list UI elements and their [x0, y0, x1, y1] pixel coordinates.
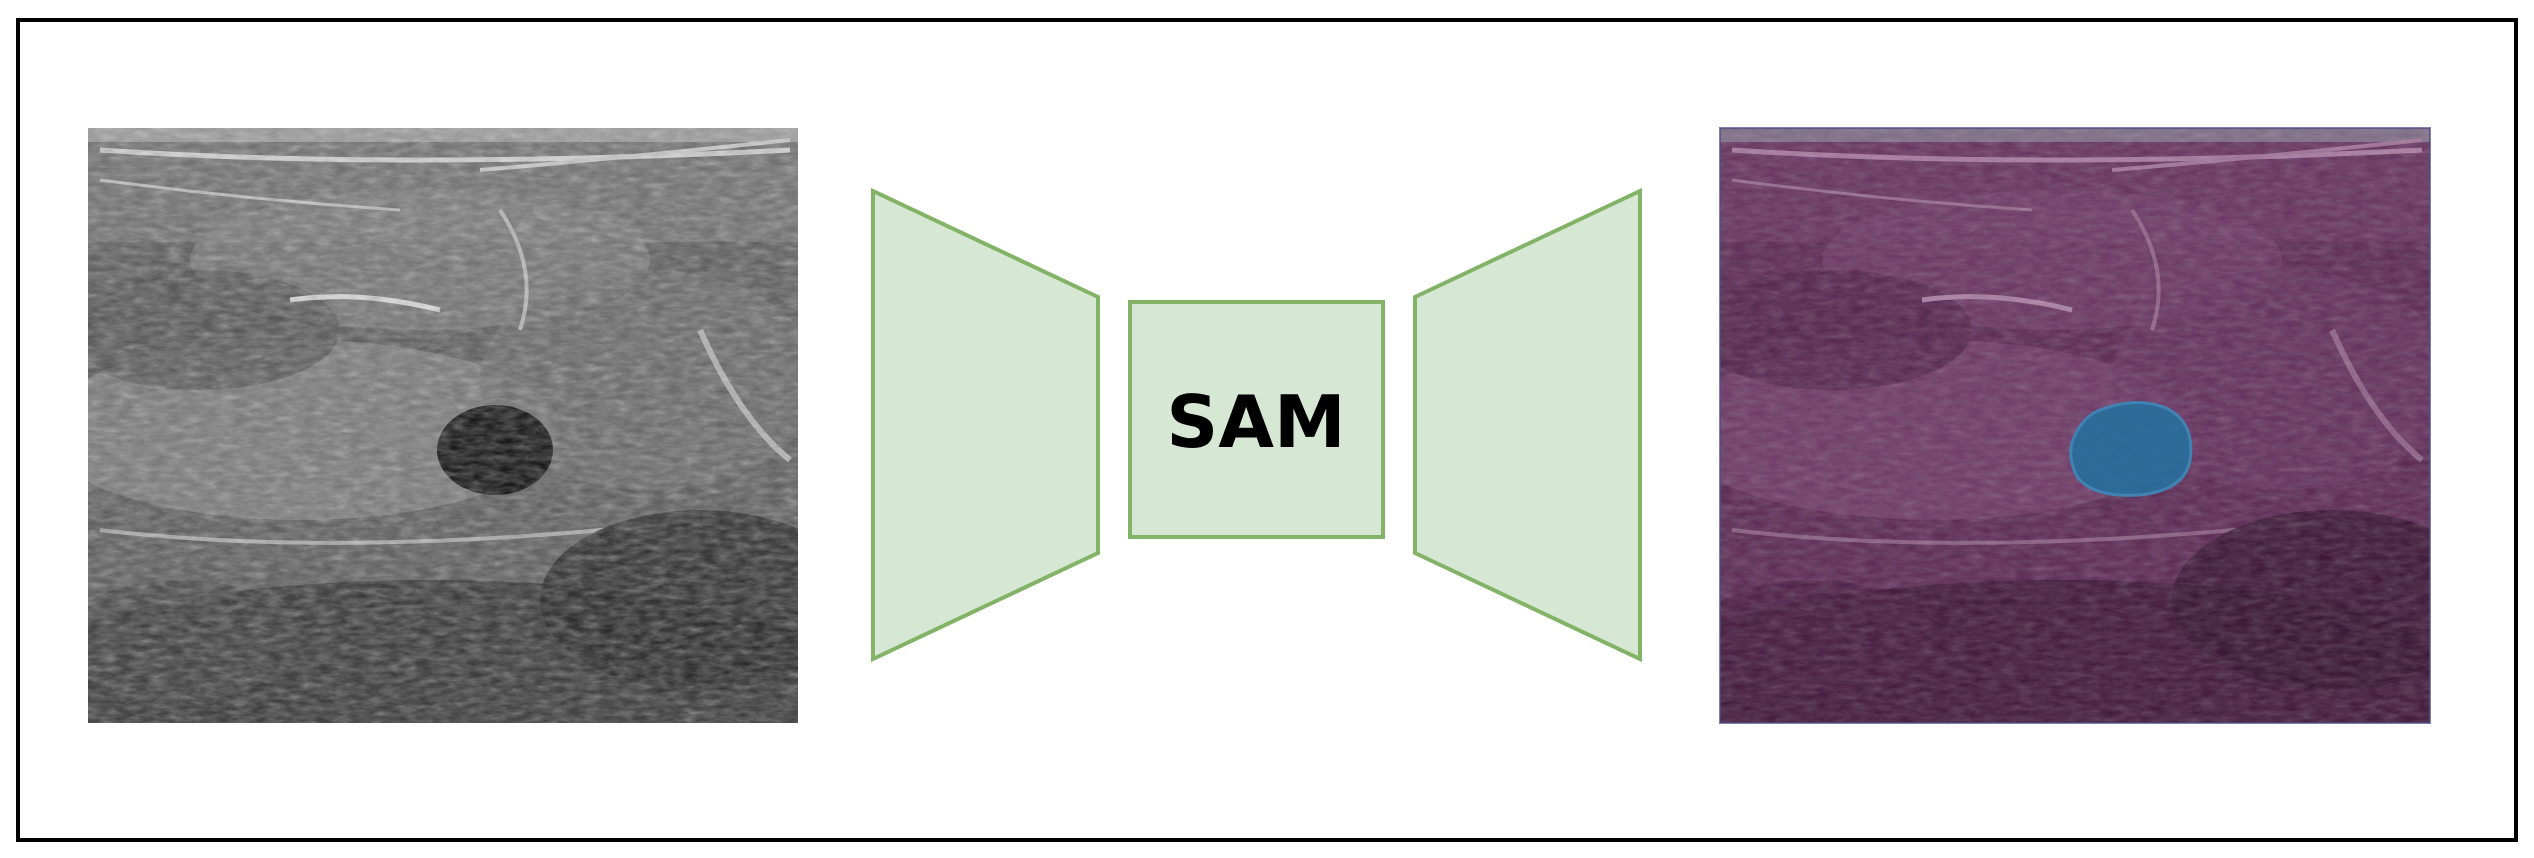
input-ultrasound-image	[88, 128, 798, 723]
encoder-block	[871, 187, 1100, 663]
sam-label: SAM	[1166, 380, 1345, 464]
output-segmentation-image	[1720, 128, 2430, 723]
segmentation-mask	[2069, 401, 2193, 497]
sam-box	[1128, 300, 1385, 539]
output-image-border	[1719, 127, 2431, 724]
decoder-block	[1413, 187, 1642, 663]
